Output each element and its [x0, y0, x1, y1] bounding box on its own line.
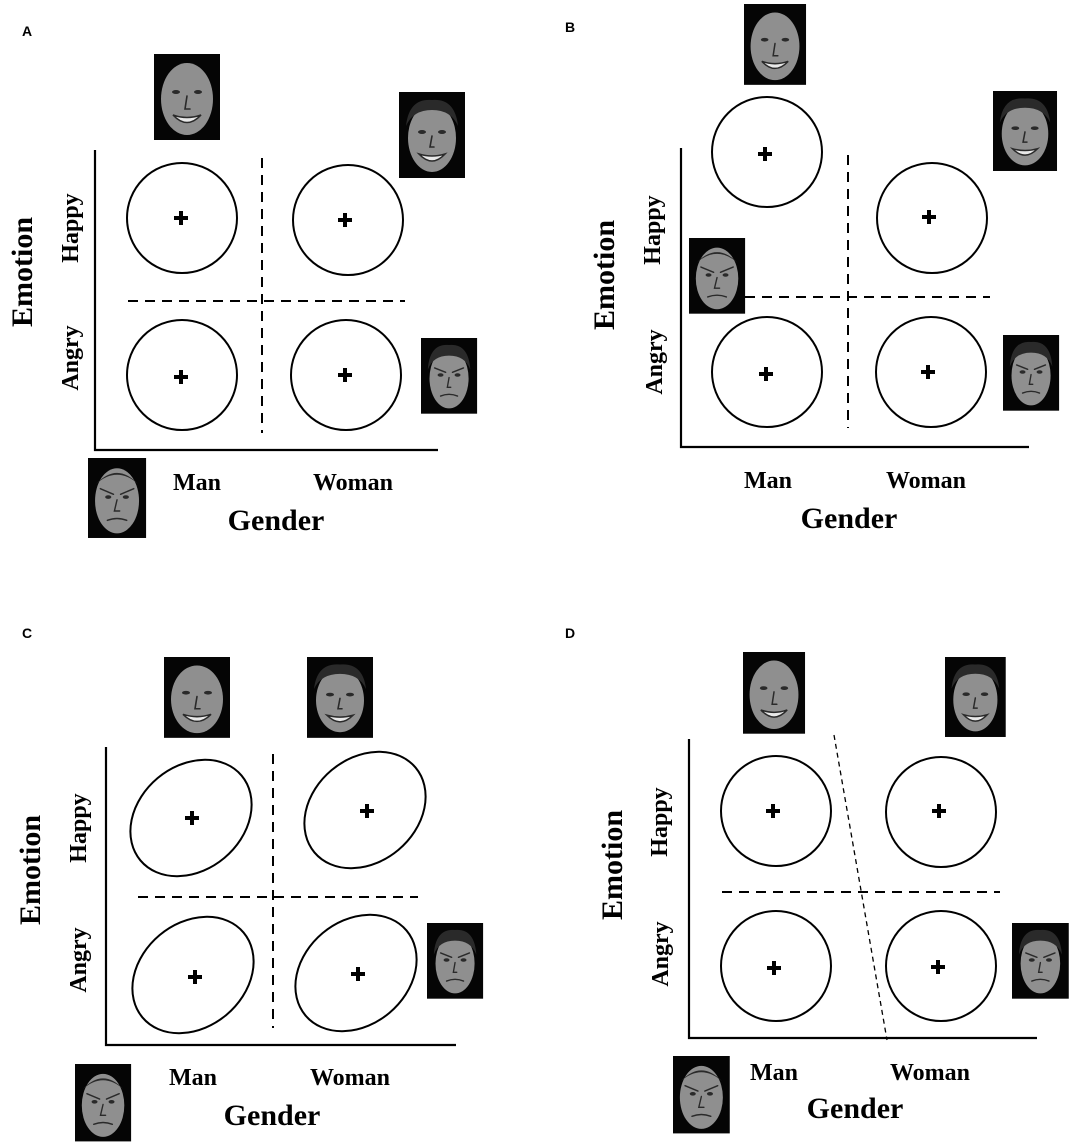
y-category-angry: Angry	[58, 325, 84, 390]
centroid-marker	[922, 210, 936, 224]
panel-b: B Happy Angry Emotion Man Woman Gender	[565, 3, 1060, 535]
centroid-marker	[932, 804, 946, 818]
y-category-angry: Angry	[642, 329, 668, 394]
y-category-happy: Happy	[640, 195, 666, 264]
angry-man-face	[74, 1063, 132, 1143]
x-axis-title: Gender	[801, 502, 898, 535]
centroid-marker	[931, 960, 945, 974]
happy-man-face	[742, 651, 806, 735]
panel-letter: B	[565, 19, 575, 35]
angry-man-face	[87, 457, 147, 539]
centroid-marker	[338, 213, 352, 227]
centroid-marker	[759, 367, 773, 381]
x-category-woman: Woman	[310, 1065, 390, 1091]
x-category-man: Man	[173, 470, 221, 496]
x-category-man: Man	[169, 1065, 217, 1091]
x-category-woman: Woman	[890, 1060, 970, 1086]
centroid-marker	[351, 967, 365, 981]
axis-lines	[679, 148, 1029, 449]
centroid-marker	[174, 370, 188, 384]
happy-man-face	[163, 656, 231, 739]
y-category-angry: Angry	[66, 927, 92, 992]
panel-letter: D	[565, 625, 575, 641]
happy-man-face	[153, 53, 221, 141]
y-category-happy: Happy	[66, 793, 92, 862]
angry-woman-face	[420, 337, 478, 415]
y-category-happy: Happy	[647, 787, 673, 856]
angry-man-face	[672, 1055, 731, 1135]
happy-woman-face	[992, 90, 1058, 172]
panel-letter: A	[22, 23, 32, 39]
axis-lines	[104, 747, 456, 1047]
gender-boundary	[833, 734, 888, 1041]
x-axis-title: Gender	[228, 504, 325, 537]
panel-a: A Happy Angry Emotion Man Woman Gender	[6, 23, 478, 539]
centroid-marker	[766, 804, 780, 818]
x-axis-title: Gender	[807, 1092, 904, 1125]
centroid-marker	[338, 368, 352, 382]
x-category-man: Man	[750, 1060, 798, 1086]
centroid-marker	[921, 365, 935, 379]
x-category-man: Man	[744, 468, 792, 494]
x-category-woman: Woman	[313, 470, 393, 496]
angry-man-face	[688, 237, 746, 315]
angry-woman-face	[426, 922, 484, 1000]
centroid-marker	[188, 970, 202, 984]
panel-d: D Happy Angry Emotion Man Woman Gender	[565, 625, 1070, 1135]
y-category-angry: Angry	[648, 921, 674, 986]
axis-lines	[687, 739, 1037, 1040]
y-axis-title: Emotion	[6, 217, 39, 327]
happy-woman-face	[306, 656, 374, 739]
centroid-marker	[174, 211, 188, 225]
y-axis-title: Emotion	[14, 815, 47, 925]
angry-woman-face	[1002, 334, 1060, 412]
centroid-marker	[767, 961, 781, 975]
x-axis-title: Gender	[224, 1099, 321, 1132]
x-category-woman: Woman	[886, 468, 966, 494]
y-axis-title: Emotion	[596, 810, 629, 920]
angry-woman-face	[1011, 922, 1070, 1000]
panel-letter: C	[22, 625, 32, 641]
y-axis-title: Emotion	[588, 220, 621, 330]
centroid-marker	[185, 811, 199, 825]
happy-woman-face	[398, 91, 466, 179]
happy-woman-face	[944, 656, 1007, 738]
panel-c: C Happy Angry Emotion Man Woman Gender	[14, 625, 484, 1143]
happy-man-face	[743, 3, 807, 86]
axis-lines	[93, 150, 438, 452]
y-category-happy: Happy	[58, 193, 84, 262]
centroid-marker	[758, 147, 772, 161]
centroid-marker	[360, 804, 374, 818]
